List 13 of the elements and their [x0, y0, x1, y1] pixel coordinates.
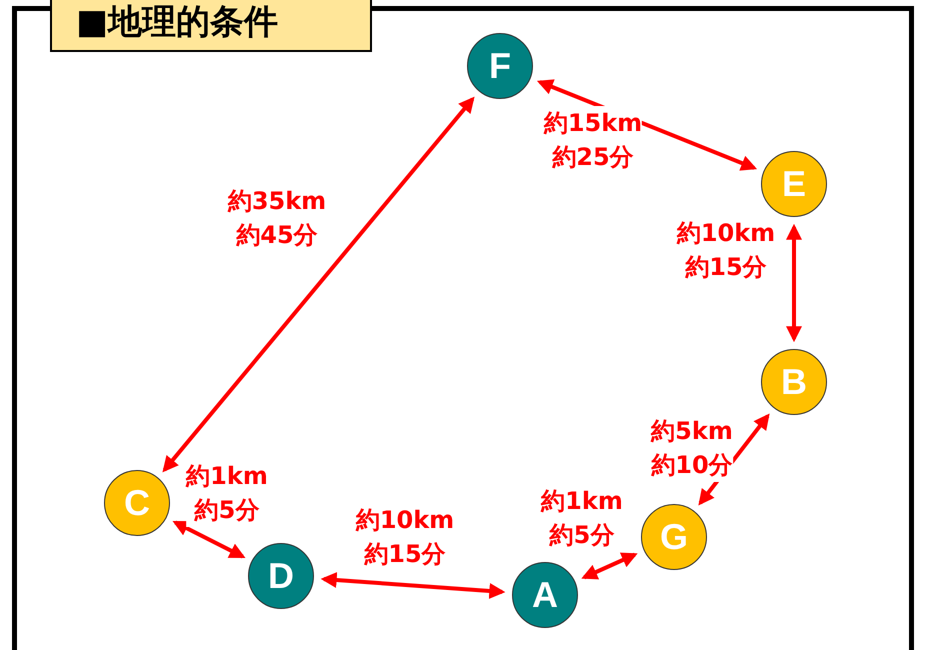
location-circle: G — [641, 504, 707, 570]
location-circle: B — [761, 349, 827, 415]
location-circle: D — [248, 543, 314, 609]
double-arrow — [162, 96, 475, 472]
location-circle: A — [512, 562, 578, 628]
location-circle: F — [467, 33, 533, 99]
double-arrow — [786, 224, 802, 342]
title-banner: ■地理的条件 — [50, 0, 372, 52]
location-circle: C — [104, 470, 170, 536]
double-arrow — [581, 552, 638, 580]
double-arrow — [172, 520, 246, 558]
location-circle: E — [761, 151, 827, 217]
double-arrow — [320, 572, 506, 599]
